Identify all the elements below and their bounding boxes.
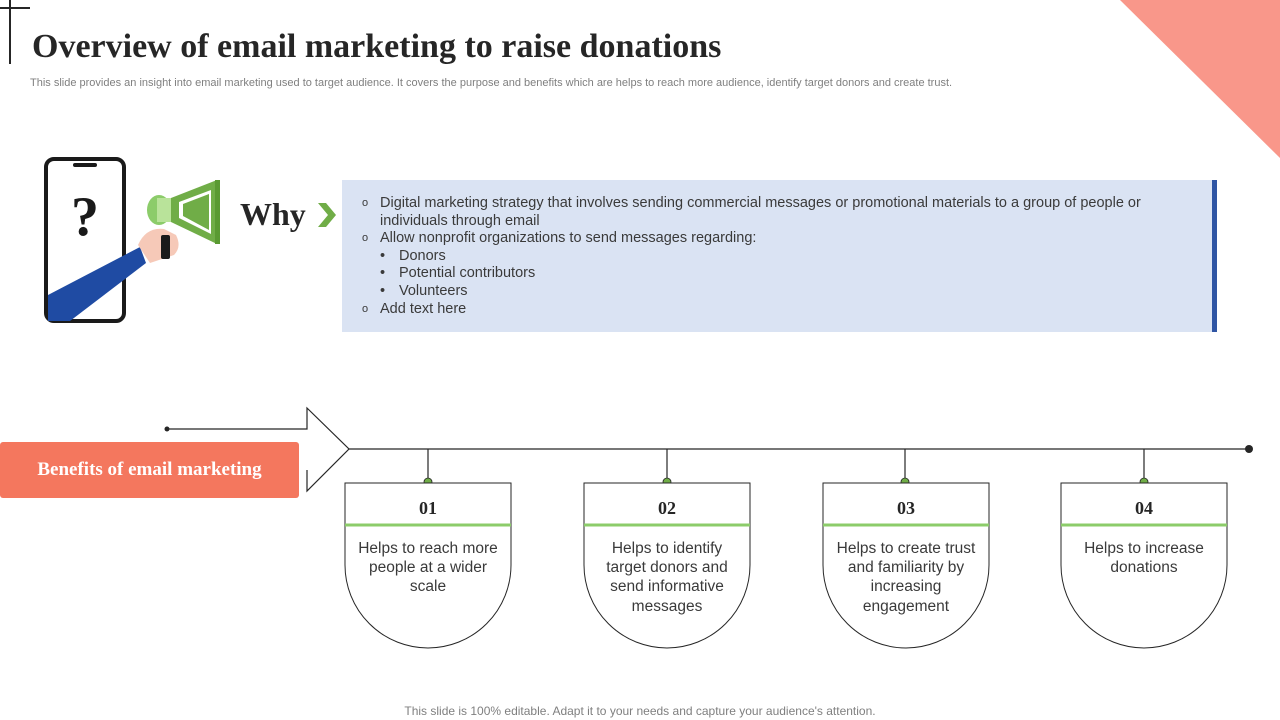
why-sub-item-text: Potential contributors — [399, 265, 535, 281]
page-subtitle: This slide provides an insight into emai… — [30, 77, 952, 89]
why-sub-item-text: Donors — [399, 248, 446, 264]
dot-bullet-icon: • — [380, 283, 385, 301]
why-item-text: Add text here — [380, 301, 466, 317]
circle-bullet-icon: o — [362, 230, 368, 248]
benefit-card: 01 Helps to reach more people at a wider… — [344, 482, 512, 649]
why-item-text: Allow nonprofit organizations to send me… — [380, 230, 756, 246]
benefit-number: 03 — [822, 498, 990, 519]
benefit-number: 04 — [1060, 498, 1228, 519]
corner-triangle-decoration — [1120, 0, 1280, 158]
why-sub-item: • Donors — [380, 248, 1162, 266]
benefit-text: Helps to reach more people at a wider sc… — [358, 539, 498, 597]
benefit-text: Helps to create trust and familiarity by… — [836, 539, 976, 616]
why-description-panel: o Digital marketing strategy that involve… — [342, 180, 1217, 332]
benefit-card: 03 Helps to create trust and familiarity… — [822, 482, 990, 649]
svg-text:?: ? — [71, 186, 99, 248]
benefit-number: 02 — [583, 498, 751, 519]
benefit-text: Helps to increase donations — [1074, 539, 1214, 577]
benefit-card: 04 Helps to increase donations — [1060, 482, 1228, 649]
benefit-number: 01 — [344, 498, 512, 519]
page-title: Overview of email marketing to raise don… — [32, 28, 721, 66]
circle-bullet-icon: o — [362, 195, 368, 213]
why-item: o Add text here — [362, 301, 1162, 319]
why-item: o Allow nonprofit organizations to send m… — [362, 230, 1162, 300]
why-item-text: Digital marketing strategy that involves… — [380, 195, 1141, 229]
benefit-card: 02 Helps to identify target donors and s… — [583, 482, 751, 649]
benefit-text: Helps to identify target donors and send… — [597, 539, 737, 616]
why-bullet-list: o Digital marketing strategy that involve… — [362, 195, 1162, 318]
footer-note: This slide is 100% editable. Adapt it to… — [0, 704, 1280, 718]
why-sub-item: • Potential contributors — [380, 265, 1162, 283]
dot-bullet-icon: • — [380, 248, 385, 266]
corner-crossmark-decoration — [0, 0, 32, 66]
why-sub-item-text: Volunteers — [399, 283, 468, 299]
why-heading: Why — [240, 196, 306, 233]
why-item: o Digital marketing strategy that involve… — [362, 195, 1162, 230]
why-sub-item: • Volunteers — [380, 283, 1162, 301]
benefits-label: Benefits of email marketing — [0, 442, 299, 498]
megaphone-icon — [145, 176, 225, 246]
circle-bullet-icon: o — [362, 301, 368, 319]
dot-bullet-icon: • — [380, 265, 385, 283]
why-sub-list: • Donors • Potential contributors • Volunte… — [380, 248, 1162, 301]
green-chevron-icon — [318, 203, 338, 227]
